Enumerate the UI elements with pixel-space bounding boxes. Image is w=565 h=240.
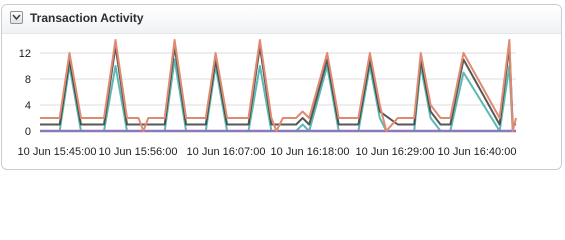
transaction-activity-panel: Transaction Activity bbox=[1, 4, 562, 170]
x-tick-label: 10 Jun 15:45:00 bbox=[18, 146, 97, 158]
y-tick-label: 4 bbox=[25, 100, 31, 112]
panel-title: Transaction Activity bbox=[30, 11, 144, 25]
y-tick-label: 12 bbox=[19, 48, 31, 60]
x-tick-label: 10 Jun 16:40:00 bbox=[438, 146, 517, 158]
y-tick-label: 8 bbox=[25, 74, 31, 86]
series-line bbox=[40, 39, 517, 132]
x-tick-label: 10 Jun 16:18:00 bbox=[271, 146, 350, 158]
chevron-down-icon[interactable] bbox=[10, 11, 23, 24]
x-tick-label: 10 Jun 16:07:00 bbox=[187, 146, 266, 158]
x-tick-label: 10 Jun 16:29:00 bbox=[356, 146, 435, 158]
y-tick-label: 0 bbox=[25, 126, 31, 138]
panel-header: Transaction Activity bbox=[2, 5, 561, 34]
x-tick-label: 10 Jun 15:56:00 bbox=[99, 146, 178, 158]
